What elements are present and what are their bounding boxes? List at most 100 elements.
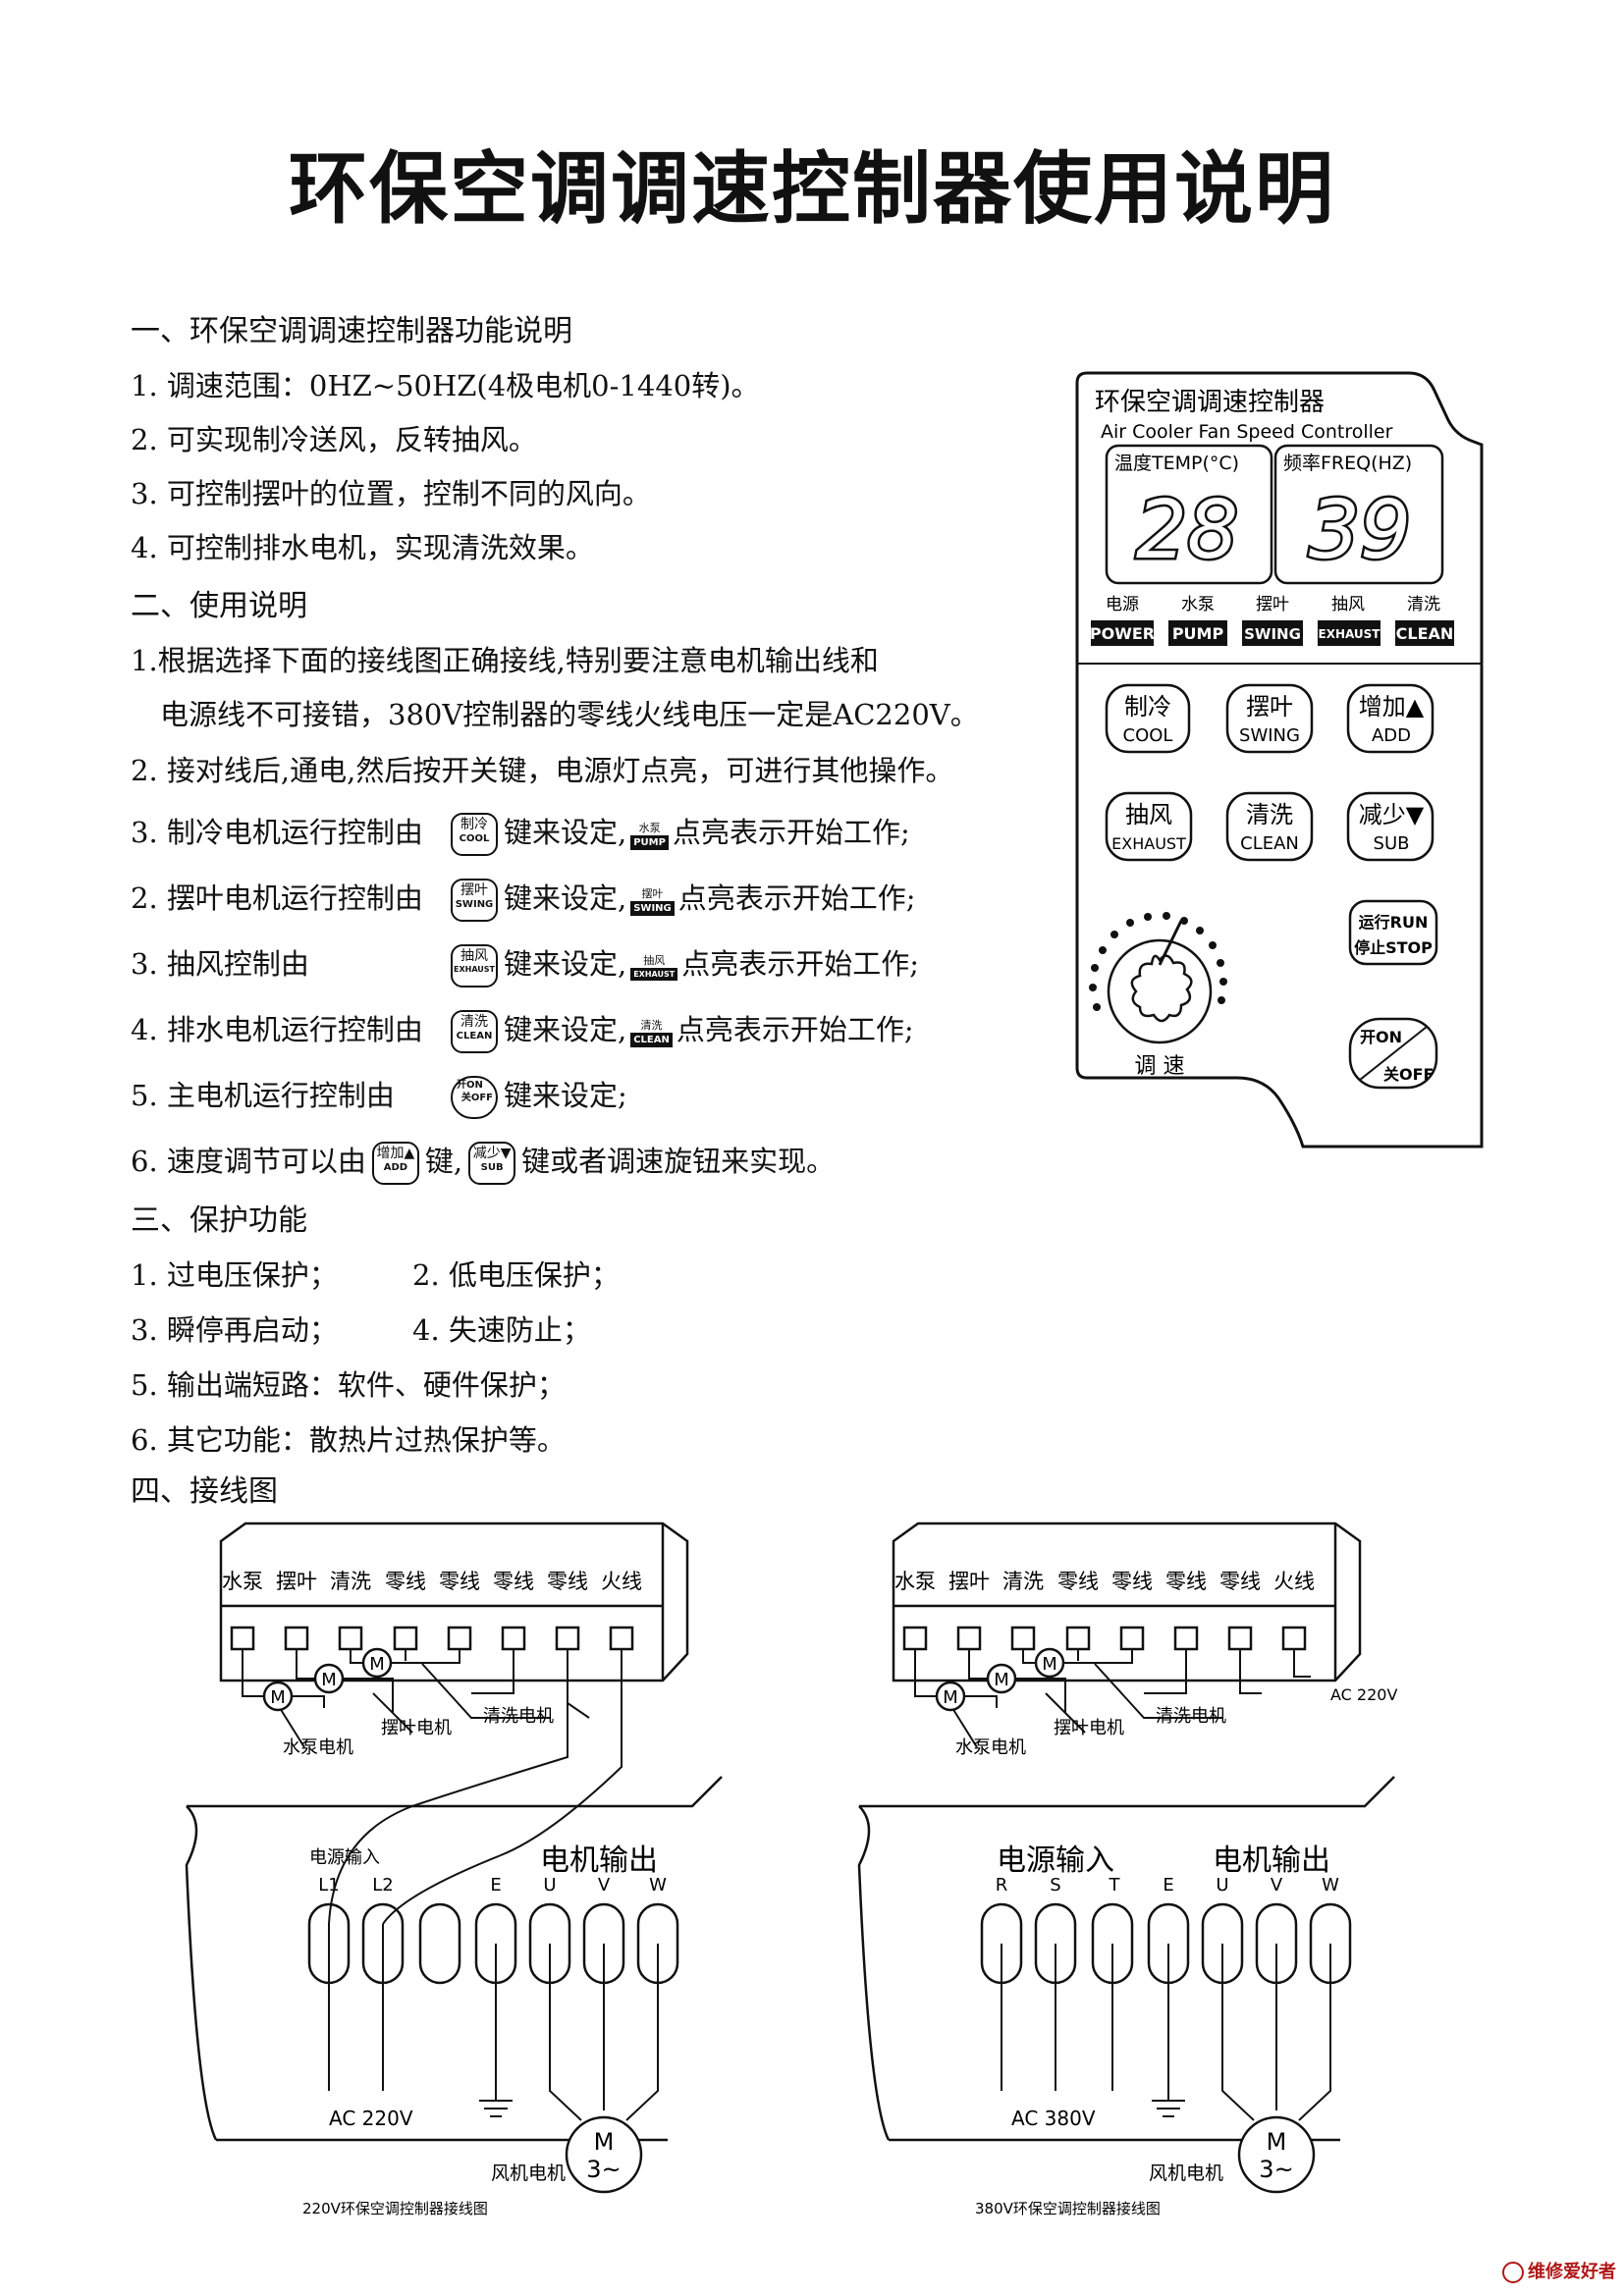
fan-motor-icon-r: M3~	[1237, 2115, 1316, 2194]
svg-text:清洗: 清洗	[1002, 1570, 1044, 1593]
page-title: 环保空调调速控制器使用说明	[289, 143, 1335, 235]
s2-item-2: 2. 接对线后,通电,然后按开关键，电源灯点亮，可进行其他操作。	[131, 754, 954, 787]
pump-indicator-label: 水泵	[1181, 595, 1215, 614]
panel-title-en: Air Cooler Fan Speed Controller	[1101, 421, 1393, 443]
svg-text:U: U	[543, 1875, 556, 1896]
svg-text:零线: 零线	[493, 1570, 534, 1593]
svg-text:CLEAN: CLEAN	[1240, 833, 1299, 854]
fan-motor-label-r: 风机电机	[1149, 2163, 1223, 2184]
pump-motor-icon-r: M	[935, 1681, 966, 1712]
svg-text:EXHAUST: EXHAUST	[1111, 834, 1186, 853]
swing-indicator-label: 摆叶	[1256, 595, 1289, 614]
power-input-label: 电源输入	[309, 1847, 380, 1868]
clean-motor-label-r: 清洗电机	[1156, 1706, 1226, 1727]
svg-text:开ON: 开ON	[1360, 1028, 1402, 1046]
swing-motor-label-r: 摆叶电机	[1054, 1718, 1124, 1738]
exhaust-indicator-label: 抽风	[1331, 595, 1365, 614]
svg-text:M: M	[943, 1687, 958, 1708]
freq-value: 39	[1309, 484, 1411, 577]
fan-motor-icon: M3~	[565, 2115, 643, 2194]
svg-text:SWING: SWING	[1244, 625, 1301, 643]
svg-text:零线: 零线	[1057, 1570, 1099, 1593]
s3-item-5: 5. 输出端短路：软件、硬件保护；	[131, 1368, 566, 1402]
sub-button[interactable]: 减少▼ SUB	[1346, 791, 1435, 862]
svg-text:M: M	[1042, 1654, 1057, 1675]
svg-text:清洗: 清洗	[330, 1570, 371, 1593]
s1-item-3: 3. 可控制摆叶的位置，控制不同的风向。	[131, 477, 651, 510]
s3-item-6: 6. 其它功能：散热片过热保护等。	[131, 1423, 566, 1457]
swing-motor-icon-r: M	[986, 1663, 1017, 1694]
speed-knob[interactable]	[1089, 912, 1227, 1044]
svg-text:U: U	[1216, 1875, 1228, 1896]
svg-text:M: M	[369, 1654, 385, 1675]
power-led	[1091, 620, 1154, 646]
clean-motor-icon-r: M	[1034, 1647, 1065, 1679]
watermark-logo: 维修爱好者	[1502, 2258, 1616, 2283]
swing-motor-label: 摆叶电机	[381, 1718, 452, 1738]
exhaust-led	[1318, 620, 1380, 646]
caption-220v: 220V环保空调控制器接线图	[302, 2200, 488, 2217]
s3-item-2: 2. 低电压保护；	[412, 1258, 620, 1292]
svg-text:零线: 零线	[385, 1570, 426, 1593]
s1-item-4: 4. 可控制排水电机，实现清洗效果。	[131, 531, 594, 564]
svg-text:SUB: SUB	[1374, 833, 1410, 854]
svg-text:E: E	[1163, 1875, 1173, 1896]
supply-380v-label: AC 380V	[1011, 2107, 1096, 2130]
temp-display	[1105, 444, 1273, 585]
terminal-labels-right: 水泵摆叶清洗零线零线零线零线火线	[894, 1570, 1315, 1593]
svg-text:R: R	[996, 1875, 1008, 1896]
svg-text:M: M	[994, 1670, 1009, 1690]
supply-220v-label: AC 220V	[329, 2107, 413, 2130]
temp-label: 温度TEMP(°C)	[1114, 453, 1239, 474]
temp-value: 28	[1136, 484, 1238, 577]
add-key-icon: 增加▲ADD	[371, 1142, 419, 1185]
section4-heading: 四、接线图	[131, 1474, 278, 1509]
svg-text:W: W	[1322, 1875, 1339, 1896]
motor-output-label: 电机输出	[540, 1843, 658, 1878]
svg-text:EXHAUST: EXHAUST	[1319, 627, 1381, 641]
wiring-diagram-380v: 水泵摆叶清洗零线零线零线零线火线 M M M 水泵电机 摆叶电机 清洗电机 AC…	[857, 1522, 1397, 2217]
svg-text:M: M	[1267, 2128, 1287, 2156]
svg-text:PUMP: PUMP	[1172, 624, 1224, 643]
section2-heading: 二、使用说明	[131, 589, 307, 623]
exhaust-button[interactable]: 抽风 EXHAUST	[1105, 791, 1193, 862]
svg-text:CLEAN: CLEAN	[1396, 624, 1454, 643]
svg-text:摆叶: 摆叶	[276, 1570, 317, 1593]
svg-text:M: M	[321, 1670, 337, 1690]
svg-text:抽风: 抽风	[1125, 801, 1172, 828]
clean-motor-label: 清洗电机	[483, 1706, 554, 1727]
svg-text:零线: 零线	[439, 1570, 480, 1593]
svg-text:W: W	[649, 1875, 667, 1896]
svg-text:零线: 零线	[1111, 1570, 1153, 1593]
s1-item-1: 1. 调速范围：0HZ~50HZ(4极电机0-1440转)。	[131, 369, 760, 402]
svg-text:COOL: COOL	[1123, 725, 1173, 746]
power-indicator-label: 电源	[1106, 595, 1139, 614]
svg-text:V: V	[1271, 1875, 1283, 1896]
svg-text:M: M	[594, 2128, 615, 2156]
add-button[interactable]: 增加▲ADD	[1346, 683, 1435, 754]
watermark-icon	[1502, 2262, 1524, 2283]
motor-output-label-r: 电机输出	[1213, 1843, 1330, 1878]
swing-motor-icon: M	[313, 1663, 345, 1694]
s3-item-1: 1. 过电压保护；	[131, 1258, 338, 1292]
svg-text:停止STOP: 停止STOP	[1354, 938, 1433, 957]
s1-item-2: 2. 可实现制冷送风，反转抽风。	[131, 423, 537, 456]
svg-text:E: E	[490, 1875, 501, 1896]
svg-text:增加▲: 增加▲	[1359, 693, 1425, 721]
svg-text:减少▼: 减少▼	[1359, 801, 1425, 828]
